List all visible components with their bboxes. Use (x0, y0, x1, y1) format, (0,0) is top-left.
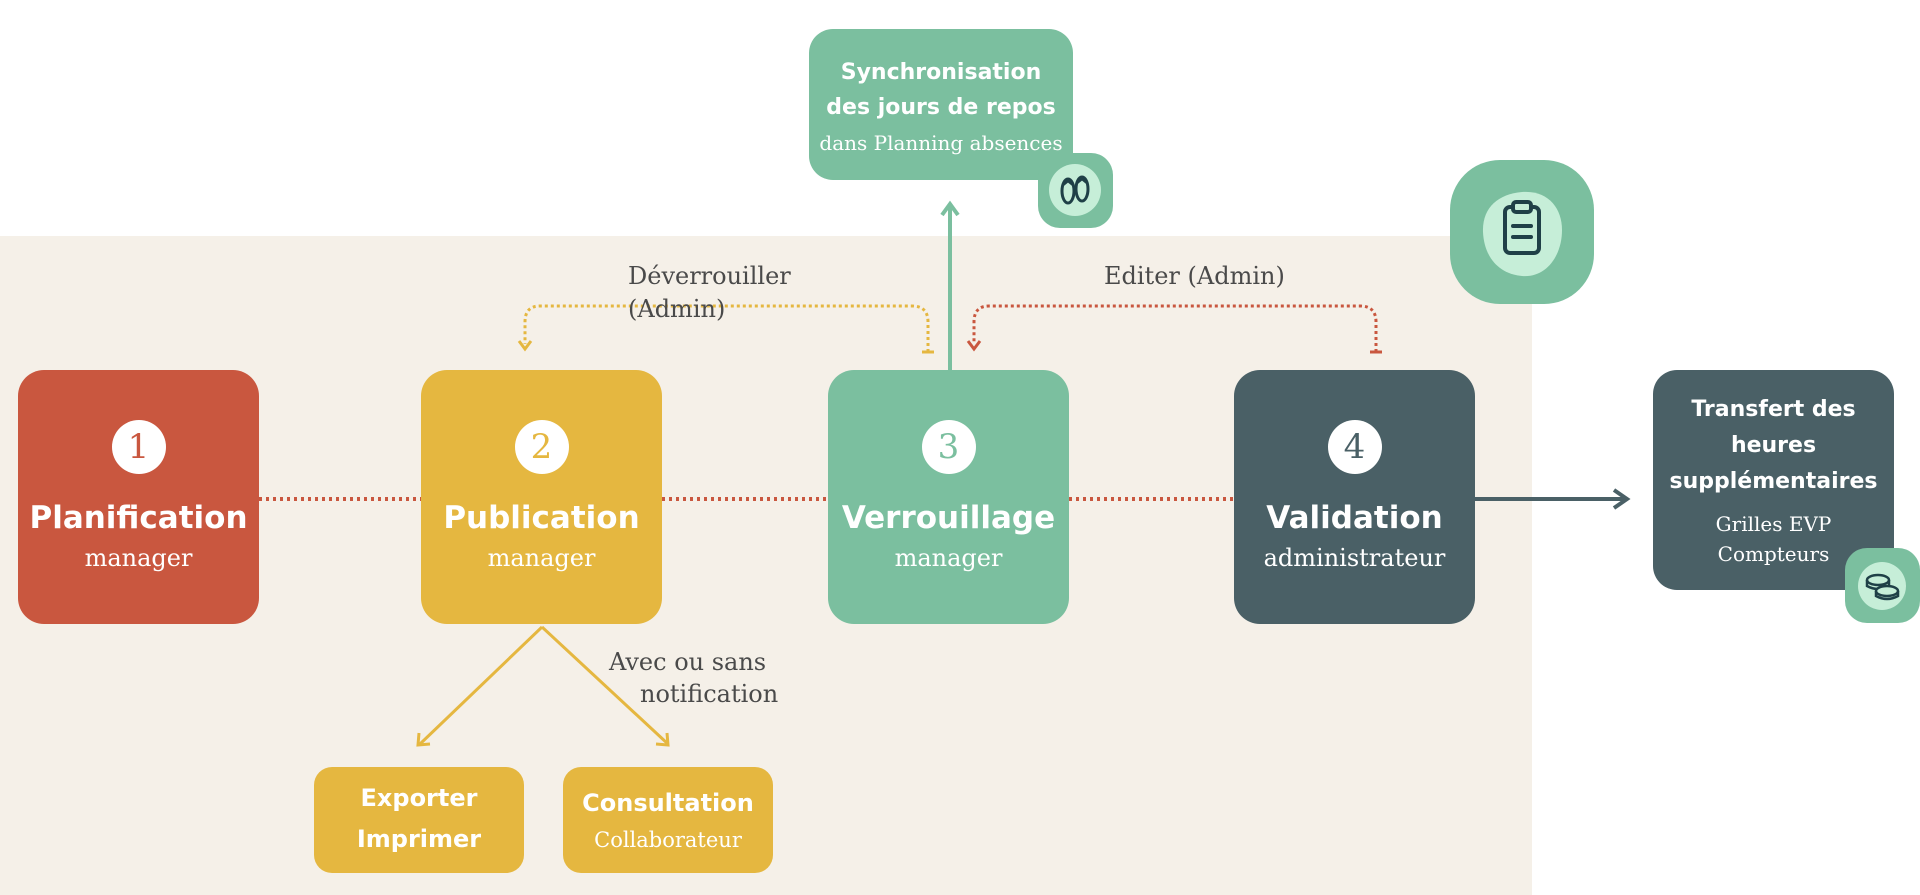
step-verrouillage: 3 Verrouillage manager (828, 370, 1069, 624)
step-validation: 4 Validation administrateur (1234, 370, 1475, 624)
unlock-loop (523, 304, 930, 352)
transfer-title-line3: supplémentaires (1669, 469, 1878, 494)
export-line2: Imprimer (356, 825, 482, 853)
edit-loop (972, 304, 1378, 352)
step-publication: 2 Publication manager (421, 370, 662, 624)
sync-detail: dans Planning absences (819, 131, 1063, 155)
sync-title-line2: des jours de repos (826, 95, 1056, 120)
clipboard-badge (1450, 160, 1594, 304)
step-role: manager (84, 544, 193, 572)
step-number: 2 (514, 420, 569, 474)
transfer-title-line2: heures (1730, 433, 1817, 458)
sync-badge (1038, 153, 1113, 228)
step-number: 1 (111, 420, 166, 474)
consultation-subtitle: Collaborateur (594, 828, 742, 852)
step-title: Verrouillage (841, 500, 1056, 536)
transfer-badge (1845, 548, 1920, 623)
step-role: administrateur (1263, 544, 1446, 572)
unlock-label-line2: (Admin) (628, 295, 726, 323)
step-number: 3 (921, 420, 976, 474)
export-box: Exporter Imprimer (314, 767, 524, 873)
sync-title-line1: Synchronisation (840, 60, 1042, 85)
step-title: Validation (1266, 500, 1443, 536)
flip-flops-icon (1049, 164, 1101, 216)
transfer-detail-2: Compteurs (1717, 542, 1830, 566)
consultation-title: Consultation (582, 789, 754, 817)
transfer-title-line1: Transfert des (1691, 397, 1856, 422)
transfer-box: Transfert des heures supplémentaires Gri… (1653, 370, 1894, 590)
step-title: Planification (29, 500, 248, 536)
notification-label-line2: notification (640, 680, 779, 708)
consultation-box: Consultation Collaborateur (563, 767, 773, 873)
export-line1: Exporter (360, 784, 478, 812)
unlock-label-line1: Déverrouiller (628, 262, 791, 290)
step-planification: 1 Planification manager (18, 370, 259, 624)
arrow-to-export (418, 625, 544, 746)
sync-box: Synchronisation des jours de repos dans … (809, 29, 1073, 180)
transfer-detail-1: Grilles EVP (1715, 512, 1832, 536)
edit-label: Editer (Admin) (1104, 262, 1285, 290)
step-role: manager (894, 544, 1003, 572)
step-title: Publication (443, 500, 640, 536)
arrow-to-consultation (540, 625, 670, 746)
step-role: manager (487, 544, 596, 572)
step-number: 4 (1327, 420, 1382, 474)
coins-icon (1858, 562, 1906, 610)
notification-label-line1: Avec ou sans (609, 648, 767, 676)
clipboard-icon (1482, 191, 1562, 277)
